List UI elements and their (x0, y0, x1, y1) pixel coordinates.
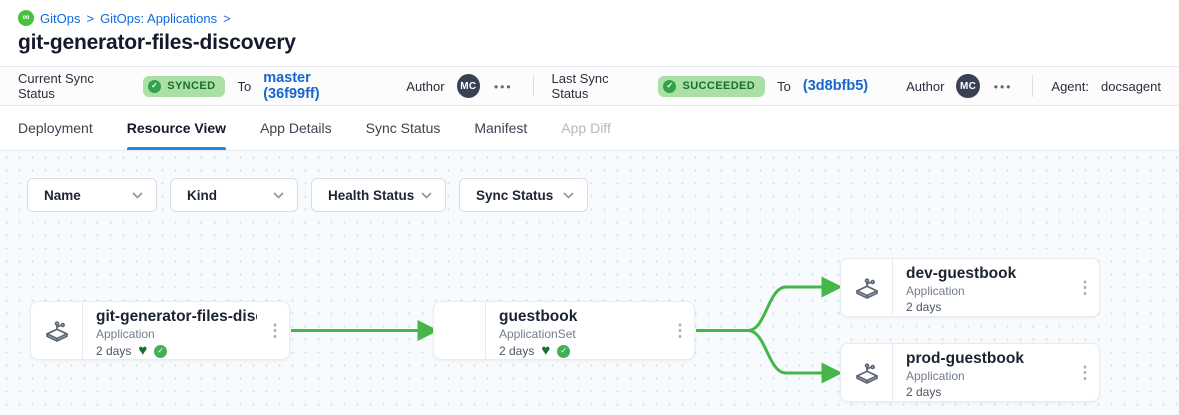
sync-check-icon (557, 344, 571, 358)
node-age: 2 days (499, 343, 535, 358)
filter-bar: Name Kind Health Status Sync Status (27, 178, 588, 212)
node-kind: ApplicationSet (499, 327, 576, 341)
argo-application-icon (841, 344, 892, 401)
breadcrumb: GitOps > GitOps: Applications > (18, 10, 1161, 26)
node-title: dev-guestbook (906, 265, 1017, 282)
current-sync-to-label: To (237, 78, 252, 94)
graph-node-dev-guestbook[interactable]: dev-guestbook Application 2 days (840, 258, 1100, 317)
last-sync-status-label: Last Sync Status (551, 71, 609, 101)
agent-group: Agent: docsagent (1026, 75, 1161, 97)
filter-sync-status-dropdown[interactable]: Sync Status (459, 178, 588, 212)
last-author-label: Author (906, 78, 945, 94)
chevron-down-icon (563, 191, 574, 199)
node-age: 2 days (906, 385, 942, 399)
current-sync-more-options-icon[interactable] (492, 79, 515, 94)
tab-resource-view[interactable]: Resource View (126, 106, 227, 150)
page-title: git-generator-files-discovery (18, 31, 296, 54)
node-body: guestbook ApplicationSet 2 days (486, 302, 666, 359)
agent-label: Agent: (1051, 78, 1089, 94)
filter-kind-dropdown[interactable]: Kind (170, 178, 298, 212)
node-menu-icon[interactable] (1071, 259, 1099, 316)
tab-app-diff: App Diff (561, 120, 611, 136)
graph-node-prod-guestbook[interactable]: prod-guestbook Application 2 days (840, 343, 1100, 402)
gitops-logo-icon (18, 10, 34, 26)
check-circle-icon (148, 79, 162, 93)
current-revision-link[interactable]: master (36f99ff) (263, 70, 320, 102)
node-divider (82, 302, 83, 359)
node-status-row: 2 days (906, 300, 1067, 315)
edge-guestbook-to-dev (696, 276, 843, 332)
tab-bar: Deployment Resource View App Details Syn… (0, 106, 1179, 151)
last-sync-badge-label: SUCCEEDED (682, 80, 756, 92)
tab-sync-status[interactable]: Sync Status (365, 120, 441, 136)
current-sync-status-label: Current Sync Status (18, 71, 94, 101)
node-title: prod-guestbook (906, 350, 1024, 367)
node-kind: Application (906, 369, 965, 383)
breadcrumb-separator: > (223, 10, 231, 26)
tab-deployment[interactable]: Deployment (18, 120, 93, 136)
current-author-label: Author (406, 78, 445, 94)
breadcrumb-link-gitops[interactable]: GitOps (40, 10, 81, 26)
node-menu-icon[interactable] (261, 302, 289, 359)
graph-node-root-application[interactable]: git-generator-files-disco... Application… (30, 301, 290, 360)
check-circle-icon (663, 79, 677, 93)
filter-kind-label: Kind (187, 187, 217, 203)
chevron-down-icon (132, 191, 143, 199)
tab-app-details[interactable]: App Details (260, 120, 332, 136)
argo-application-icon (841, 259, 892, 316)
node-divider (892, 259, 893, 316)
status-bar: Current Sync Status SYNCED To master (36… (0, 66, 1179, 106)
node-kind: Application (906, 284, 965, 298)
chevron-down-icon (273, 191, 284, 199)
last-sync-status-badge: SUCCEEDED (658, 75, 766, 97)
node-divider (892, 344, 893, 401)
filter-sync-status-label: Sync Status (476, 187, 554, 203)
node-status-row: 2 days (96, 343, 257, 359)
agent-value: docsagent (1101, 78, 1161, 94)
current-author-avatar: MC (456, 74, 480, 98)
resource-view-canvas: Name Kind Health Status Sync Status (0, 151, 1179, 415)
last-sync-to-label: To (777, 78, 791, 94)
argo-application-icon (31, 302, 82, 359)
node-title: guestbook (499, 308, 578, 325)
last-author-avatar: MC (956, 74, 980, 98)
node-body: dev-guestbook Application 2 days (893, 259, 1071, 316)
current-sync-badge-label: SYNCED (167, 80, 216, 92)
node-age: 2 days (906, 300, 942, 314)
node-body: prod-guestbook Application 2 days (893, 344, 1071, 401)
health-heart-icon (541, 343, 550, 359)
graph-edges (291, 276, 843, 384)
filter-health-status-label: Health Status (328, 187, 415, 203)
node-status-row: 2 days (499, 343, 662, 359)
filter-name-label: Name (44, 187, 81, 203)
edge-guestbook-to-prod (696, 329, 843, 384)
filter-health-status-dropdown[interactable]: Health Status (311, 178, 446, 212)
node-status-row: 2 days (906, 385, 1067, 400)
node-icon-placeholder (434, 302, 485, 359)
last-sync-more-options-icon[interactable] (992, 79, 1015, 94)
health-heart-icon (138, 343, 147, 359)
last-revision-link[interactable]: (3d8bfb5) (802, 78, 869, 94)
status-bar-divider (1032, 75, 1034, 97)
breadcrumb-separator: > (86, 10, 95, 26)
node-divider (485, 302, 486, 359)
node-kind: Application (96, 327, 155, 341)
node-age: 2 days (96, 343, 132, 358)
status-bar-divider (532, 75, 534, 97)
node-body: git-generator-files-disco... Application… (83, 302, 261, 359)
graph-node-guestbook[interactable]: guestbook ApplicationSet 2 days (433, 301, 695, 360)
sync-check-icon (154, 344, 168, 358)
tab-manifest[interactable]: Manifest (474, 120, 528, 136)
chevron-down-icon (421, 191, 432, 199)
header: GitOps > GitOps: Applications > git-gene… (0, 0, 1179, 66)
node-menu-icon[interactable] (666, 302, 694, 359)
node-menu-icon[interactable] (1071, 344, 1099, 401)
filter-name-dropdown[interactable]: Name (27, 178, 157, 212)
node-title: git-generator-files-disco... (96, 308, 257, 325)
current-sync-status-badge: SYNCED (143, 75, 226, 97)
breadcrumb-link-applications[interactable]: GitOps: Applications (100, 10, 218, 26)
